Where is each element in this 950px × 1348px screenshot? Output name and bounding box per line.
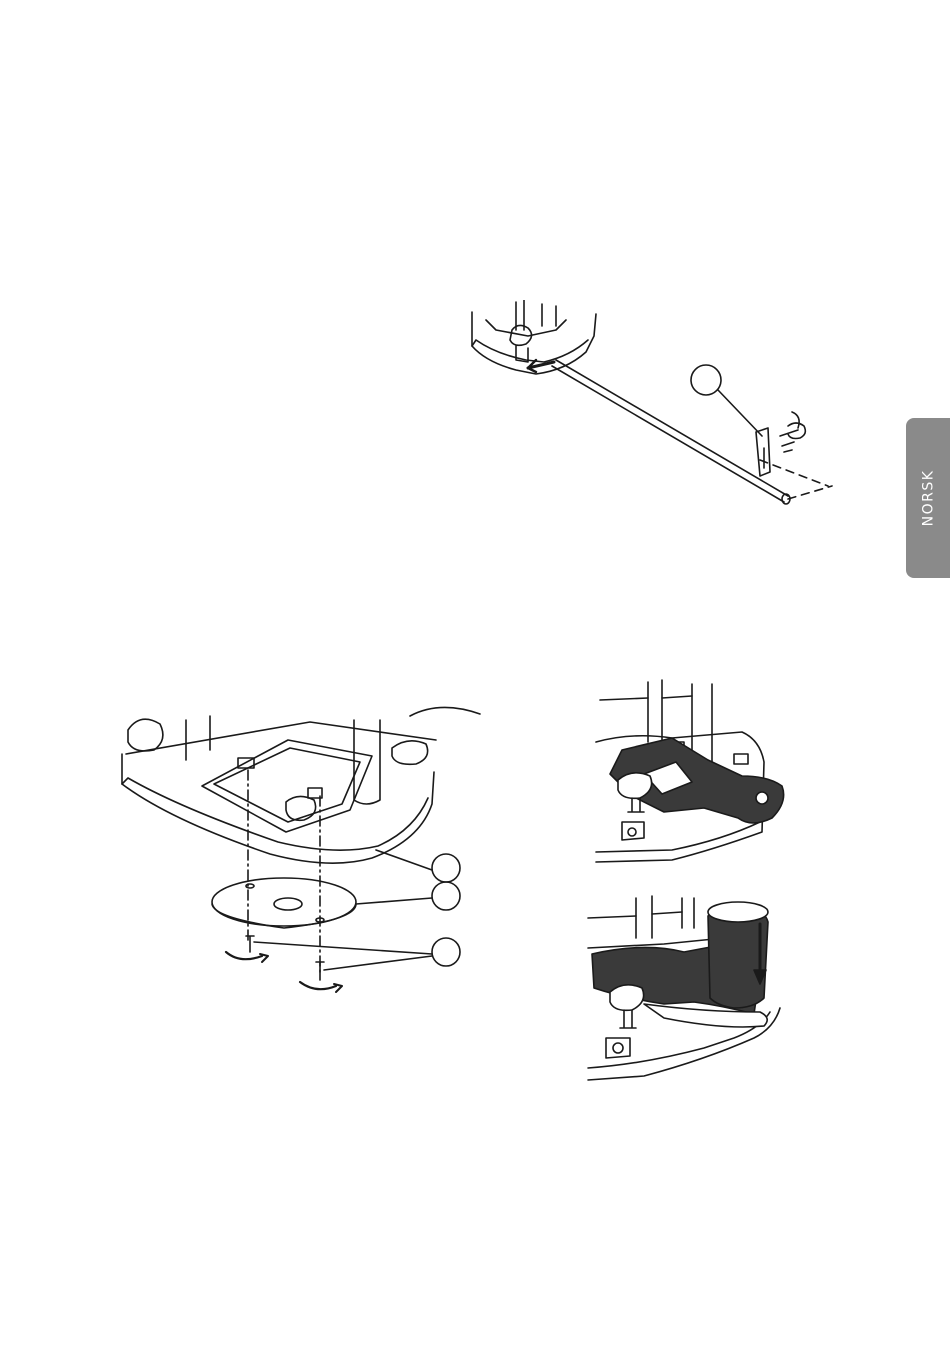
wrench-on-base-illustration [592,662,802,872]
language-tab-label: NORSK [920,470,936,527]
router-base-plate-illustration [110,700,490,1010]
dust-adapter-illustration [584,888,804,1088]
language-tab: NORSK [906,418,950,578]
parallel-guide-rod-illustration [466,300,836,520]
